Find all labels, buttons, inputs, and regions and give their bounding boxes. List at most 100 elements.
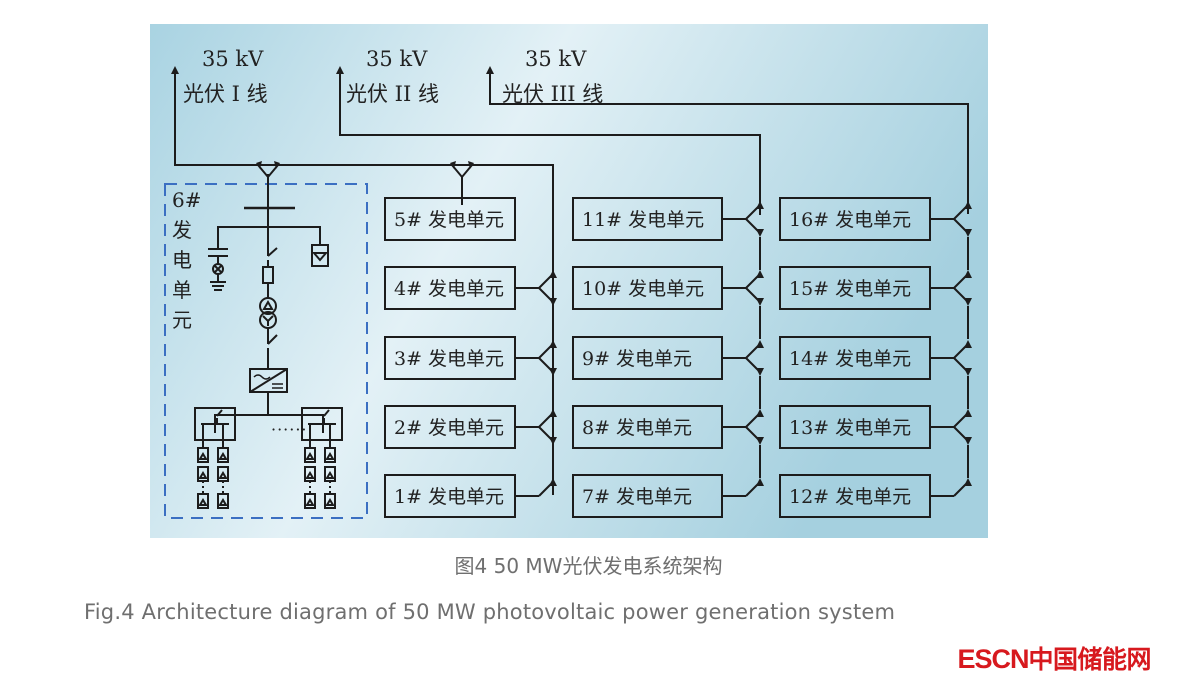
generation-unit-box: 9# 发电单元 bbox=[572, 336, 723, 380]
unit-box-border bbox=[572, 266, 723, 310]
unit-box-border bbox=[384, 336, 516, 380]
unit-label: 11# 发电单元 bbox=[582, 209, 704, 231]
arrow-down-icon bbox=[756, 368, 764, 376]
feeder-3-line bbox=[489, 70, 969, 214]
arrow-up-icon bbox=[756, 270, 764, 278]
generation-unit-box: 10# 发电单元 bbox=[572, 266, 723, 310]
generation-unit-box: 1# 发电单元 bbox=[384, 474, 516, 518]
arrow-down-icon bbox=[756, 229, 764, 237]
generation-unit-box: 2# 发电单元 bbox=[384, 405, 516, 449]
aux-bus bbox=[217, 226, 321, 249]
feeder-label-1: 35 kV 光伏 I 线 bbox=[183, 47, 268, 106]
generation-unit-box: 12# 发电单元 bbox=[779, 474, 931, 518]
feeder-voltage: 35 kV bbox=[202, 47, 264, 71]
generation-unit-box: 5# 发电单元 bbox=[384, 197, 516, 241]
unit-label: 14# 发电单元 bbox=[789, 348, 911, 370]
arrow-up-icon bbox=[549, 478, 557, 486]
unit-box-border bbox=[572, 336, 723, 380]
feeder-name: 光伏 I 线 bbox=[183, 82, 268, 106]
arrow-up-icon bbox=[964, 270, 972, 278]
unit-box-border bbox=[384, 405, 516, 449]
svg-device-icon bbox=[311, 244, 329, 267]
unit-box-border bbox=[779, 197, 931, 241]
unit-label: 10# 发电单元 bbox=[582, 278, 704, 300]
generation-unit-box: 13# 发电单元 bbox=[779, 405, 931, 449]
diagram-panel: 35 kV 光伏 I 线 35 kV 光伏 II 线 35 kV 光伏 III … bbox=[150, 24, 988, 538]
pv-module-icon bbox=[217, 447, 229, 463]
arrow-icon bbox=[450, 161, 456, 169]
feeder-name: 光伏 II 线 bbox=[346, 82, 439, 106]
disconnect-switch-icon bbox=[267, 247, 278, 257]
unit-label: 3# 发电单元 bbox=[394, 348, 504, 370]
arrow-down-icon bbox=[549, 368, 557, 376]
feeder-3-arrow-icon bbox=[486, 66, 494, 74]
caption-english: Fig.4 Architecture diagram of 50 MW phot… bbox=[84, 600, 896, 624]
arrow-down-icon bbox=[964, 229, 972, 237]
combiner-group bbox=[194, 407, 343, 509]
feeder-2-line bbox=[339, 70, 761, 215]
generation-unit-box: 14# 发电单元 bbox=[779, 336, 931, 380]
arrow-icon bbox=[468, 161, 474, 169]
arrow-up-icon bbox=[964, 409, 972, 417]
arrow-up-icon bbox=[756, 409, 764, 417]
arrow-up-icon bbox=[756, 340, 764, 348]
arrow-up-icon bbox=[964, 478, 972, 486]
unit-box-border bbox=[384, 474, 516, 518]
unit-label: 12# 发电单元 bbox=[789, 486, 911, 508]
unit-label-line: 单 bbox=[172, 278, 192, 302]
escn-logo: ESCN中国储能网 bbox=[957, 640, 1151, 676]
disconnect-switch-icon bbox=[267, 334, 278, 345]
arrow-up-icon bbox=[964, 201, 972, 209]
pv-module-icon bbox=[304, 447, 316, 463]
unit-box-border bbox=[779, 405, 931, 449]
unit-label-line: 元 bbox=[172, 308, 192, 332]
generation-unit-box: 7# 发电单元 bbox=[572, 474, 723, 518]
ellipsis: ······ bbox=[271, 420, 308, 439]
arrow-icon bbox=[274, 161, 280, 169]
unit-label: 5# 发电单元 bbox=[394, 209, 504, 231]
arrow-down-icon bbox=[964, 368, 972, 376]
feeder-label-2: 35 kV 光伏 II 线 bbox=[346, 47, 439, 106]
arrow-up-icon bbox=[964, 340, 972, 348]
unit-label: 7# 发电单元 bbox=[582, 486, 692, 508]
arrow-up-icon bbox=[756, 478, 764, 486]
unit-label-line: 6# bbox=[172, 188, 201, 212]
detail-schematic bbox=[208, 174, 329, 433]
unit-box-border bbox=[384, 197, 516, 241]
arrow-down-icon bbox=[756, 298, 764, 306]
feeder-voltage: 35 kV bbox=[366, 47, 428, 71]
unit-label: 9# 发电单元 bbox=[582, 348, 692, 370]
arrow-up-icon bbox=[756, 201, 764, 209]
unit-label: 2# 发电单元 bbox=[394, 417, 504, 439]
arrow-up-icon bbox=[549, 340, 557, 348]
arrow-down-icon bbox=[549, 298, 557, 306]
transformer-icon bbox=[259, 297, 277, 315]
unit-box-border bbox=[572, 474, 723, 518]
unit-box-border bbox=[779, 474, 931, 518]
pv-module-icon bbox=[197, 447, 209, 463]
arrow-up-icon bbox=[549, 409, 557, 417]
caption-chinese: 图4 50 MW光伏发电系统架构 bbox=[454, 554, 723, 578]
unit-label: 16# 发电单元 bbox=[789, 209, 911, 231]
detail-unit-border bbox=[164, 183, 368, 519]
logo-chinese: 中国储能网 bbox=[1028, 646, 1151, 674]
generation-unit-box: 15# 发电单元 bbox=[779, 266, 931, 310]
unit-label-line: 电 bbox=[172, 248, 192, 272]
unit-box-border bbox=[779, 266, 931, 310]
generation-unit-box: 3# 发电单元 bbox=[384, 336, 516, 380]
logo-latin: ESCN bbox=[957, 644, 1029, 674]
feeder-label-3: 35 kV 光伏 III 线 bbox=[502, 47, 603, 106]
unit-label: 13# 发电单元 bbox=[789, 417, 911, 439]
generation-unit-box: 4# 发电单元 bbox=[384, 266, 516, 310]
unit-box-border bbox=[572, 197, 723, 241]
panel-background bbox=[150, 24, 988, 538]
unit-label: 4# 发电单元 bbox=[394, 278, 504, 300]
pv-module-icon bbox=[197, 493, 209, 509]
feeder-1-arrow-icon bbox=[171, 66, 179, 74]
feeder-name: 光伏 III 线 bbox=[502, 82, 603, 106]
pv-module-icon bbox=[217, 493, 229, 509]
arrow-down-icon bbox=[549, 437, 557, 445]
unit-box-border bbox=[384, 266, 516, 310]
arrow-down-icon bbox=[964, 437, 972, 445]
unit-label: 1# 发电单元 bbox=[394, 486, 504, 508]
